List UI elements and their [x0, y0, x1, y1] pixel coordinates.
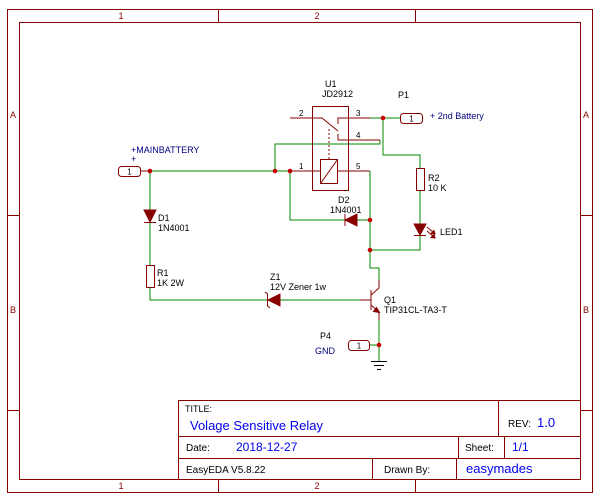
wire-r1-to-z1 — [149, 287, 267, 301]
junction-dot — [376, 342, 382, 348]
d2-triangle — [343, 213, 358, 227]
frame-col-label-bottom-1: 1 — [118, 481, 123, 491]
connector-pin-number: 1 — [127, 168, 132, 177]
sheet-label: Sheet: — [465, 443, 494, 454]
r1-ref: R1 — [157, 268, 169, 278]
sheet-title: Volage Sensitive Relay — [190, 418, 323, 433]
q1-emitter-arrow — [372, 306, 381, 314]
net-label-main-battery: +MAINBATTERY — [131, 145, 199, 155]
z1-triangle — [266, 293, 281, 307]
q1-collector — [370, 287, 380, 296]
relay-body — [312, 106, 349, 191]
led1-emission-arrowhead — [429, 229, 436, 235]
frame-row-label-left-b: B — [10, 305, 16, 315]
d1-value: 1N4001 — [158, 223, 190, 233]
led1-ref: LED1 — [440, 227, 463, 237]
frame-row-label-right-a: A — [583, 110, 589, 120]
z1-ref: Z1 — [270, 272, 281, 282]
junction-dot — [367, 247, 373, 253]
relay-coil — [320, 159, 338, 184]
r2-body — [416, 168, 425, 191]
d1-ref: D1 — [158, 213, 170, 223]
u1-value: JD2912 — [322, 89, 353, 99]
relay-coil-diagonal — [320, 159, 338, 184]
frame-labels: 1 2 1 2 A B A B — [10, 11, 589, 491]
relay-pin3-number: 3 — [356, 109, 361, 118]
net-label-gnd: GND — [315, 346, 336, 356]
q1-value: TIP31CL-TA3-T — [384, 305, 447, 315]
junction-dot — [367, 217, 373, 223]
d2-ref: D2 — [338, 195, 350, 205]
p1-connector: P1 1 + 2nd Battery — [398, 90, 484, 124]
led1-emission-arrowhead — [429, 233, 436, 239]
resistor-r2: R2 10 K — [416, 168, 447, 193]
p4-ref: P4 — [320, 331, 331, 341]
title-label: TITLE: — [185, 404, 212, 414]
diode-d2: D2 1N4001 — [330, 195, 362, 227]
resistor-r1: R1 1K 2W — [146, 265, 185, 288]
title-block-border — [178, 400, 581, 480]
net-label-polarity: + — [131, 154, 136, 164]
main-battery-connector: 1 +MAINBATTERY + — [118, 145, 199, 177]
frame-outer-border — [7, 9, 593, 493]
sheet-value: 1/1 — [512, 440, 529, 454]
wire-to-d2 — [289, 171, 345, 221]
frame-col-label-top-1: 1 — [118, 11, 123, 21]
p4-connector: P4 GND 1 — [315, 331, 370, 356]
software-version: EasyEDA V5.8.22 — [186, 465, 266, 476]
r1-value: 1K 2W — [157, 278, 185, 288]
d1-triangle — [143, 209, 157, 224]
led-led1: LED1 — [413, 223, 463, 239]
relay-pin4-number: 4 — [356, 131, 361, 140]
drawn-by-value: easymades — [466, 461, 533, 476]
led1-triangle — [413, 223, 427, 237]
p1-body — [400, 113, 423, 124]
u1-ref: U1 — [325, 79, 337, 89]
zener-z1: Z1 12V Zener 1w — [264, 272, 327, 309]
p4-body — [348, 340, 370, 351]
drawn-by-label: Drawn By: — [384, 465, 430, 476]
relay-pin2-number: 2 — [299, 109, 304, 118]
r2-ref: R2 — [428, 173, 440, 183]
net-label-second-battery: + 2nd Battery — [430, 111, 484, 121]
rev-value: 1.0 — [537, 415, 555, 430]
r1-body — [146, 265, 155, 288]
transistor-q1: Q1 TIP31CL-TA3-T — [360, 280, 447, 320]
relay-switch-arm — [321, 117, 339, 132]
date-label: Date: — [186, 443, 210, 454]
relay-pin5-number: 5 — [356, 162, 361, 171]
wire-relay-pin4 — [274, 140, 381, 171]
wire-led1-to-collector-node — [370, 235, 421, 251]
frame-col-label-bottom-2: 2 — [314, 481, 319, 491]
p4-pin-number: 1 — [357, 342, 362, 351]
wire-p1-to-r2 — [382, 118, 421, 168]
junction-dot — [380, 115, 386, 121]
frame-row-label-right-b: B — [583, 305, 589, 315]
junctions — [147, 115, 386, 348]
title-block-text: TITLE: Volage Sensitive Relay REV: 1.0 D… — [185, 404, 555, 476]
relay-pin1-number: 1 — [299, 162, 304, 171]
diode-d1: D1 1N4001 — [143, 209, 190, 233]
d2-value: 1N4001 — [330, 205, 362, 215]
r2-value: 10 K — [428, 183, 447, 193]
p1-pin-number: 1 — [409, 115, 414, 124]
ground-symbol — [371, 361, 387, 370]
relay-u1: U1 JD2912 2 3 4 1 5 — [290, 79, 380, 191]
date-value: 2018-12-27 — [236, 440, 298, 454]
frame-row-label-left-a: A — [10, 110, 16, 120]
q1-ref: Q1 — [384, 295, 396, 305]
relay-nc-contact — [337, 134, 348, 141]
title-block — [178, 400, 581, 480]
rev-label: REV: — [508, 419, 531, 430]
z1-cathode-bar — [264, 291, 271, 309]
frame-col-label-top-2: 2 — [314, 11, 319, 21]
p1-ref: P1 — [398, 90, 409, 100]
z1-value: 12V Zener 1w — [270, 282, 327, 292]
junction-dot — [272, 168, 278, 174]
relay-no-contact — [337, 117, 348, 124]
